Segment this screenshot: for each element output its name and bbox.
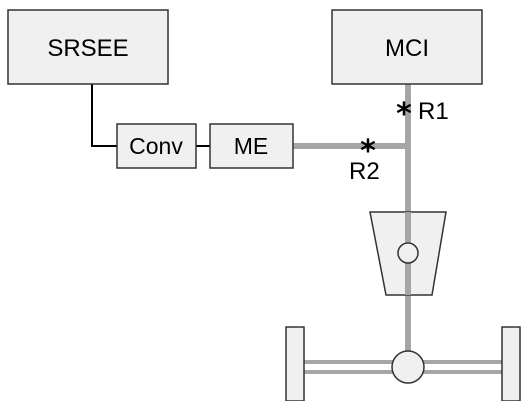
srsee-block: SRSEE bbox=[7, 9, 169, 85]
gearbox-gear bbox=[397, 242, 419, 264]
r1-label: R1 bbox=[418, 98, 449, 125]
differential bbox=[391, 350, 425, 384]
me-label: ME bbox=[234, 133, 269, 159]
conv-block: Conv bbox=[116, 123, 197, 169]
srsee-conv-connection bbox=[91, 84, 117, 147]
r1-marker-icon: * bbox=[396, 97, 412, 132]
left-wheel bbox=[285, 326, 305, 401]
right-wheel bbox=[501, 326, 521, 401]
mci-block: MCI bbox=[331, 9, 483, 85]
r2-marker-icon: * bbox=[360, 134, 376, 169]
conv-label: Conv bbox=[129, 133, 183, 159]
me-block: ME bbox=[209, 123, 294, 169]
srsee-label: SRSEE bbox=[47, 35, 128, 62]
mci-label: MCI bbox=[385, 35, 429, 62]
r2-label: R2 bbox=[349, 158, 380, 185]
gearbox-block bbox=[369, 211, 447, 296]
